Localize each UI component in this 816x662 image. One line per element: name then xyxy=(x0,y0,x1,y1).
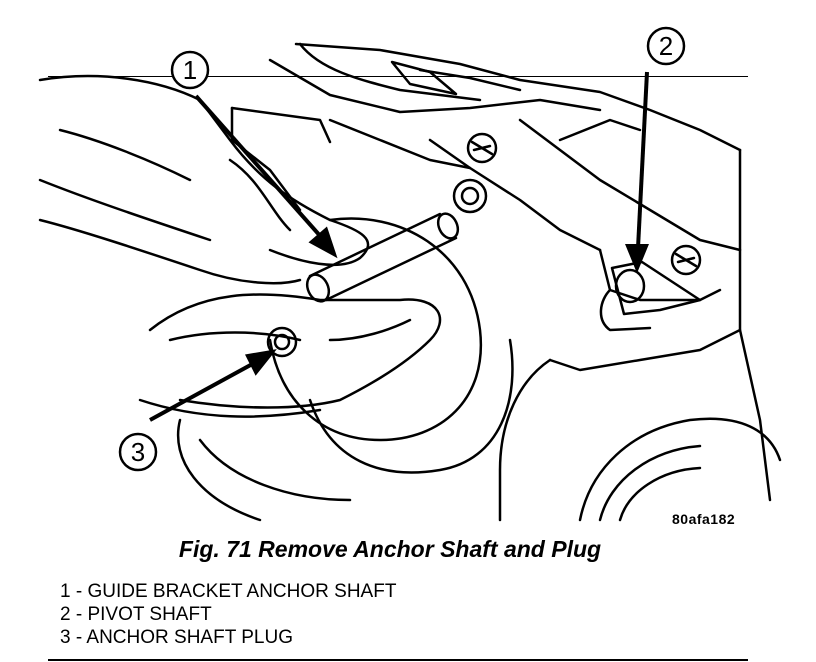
anchor-shaft xyxy=(305,212,460,303)
transmission-housing xyxy=(230,42,782,522)
figure-code: 80afa182 xyxy=(672,511,736,527)
legend-item: 3 - ANCHOR SHAFT PLUG xyxy=(60,627,293,648)
callout-2-number: 2 xyxy=(659,31,673,61)
hand xyxy=(38,74,442,418)
callout-3-number: 3 xyxy=(131,437,145,467)
anchor-shaft-illustration: 1 2 3 xyxy=(38,26,782,522)
figure-caption: Fig. 71 Remove Anchor Shaft and Plug xyxy=(178,536,602,562)
callout-1-number: 1 xyxy=(183,55,197,85)
callout-2-arrow xyxy=(625,71,649,274)
bolt-heads xyxy=(452,132,702,276)
callout-3-arrow xyxy=(149,349,277,422)
legend-item: 2 - PIVOT SHAFT xyxy=(60,604,212,625)
callout-2-circle xyxy=(646,26,686,66)
callout-3-circle xyxy=(118,432,158,472)
legend-item: 1 - GUIDE BRACKET ANCHOR SHAFT xyxy=(60,581,397,602)
bottom-rule xyxy=(48,659,748,661)
callout-1-circle xyxy=(170,50,210,90)
drum-band xyxy=(176,217,514,522)
legend-list: 1 - GUIDE BRACKET ANCHOR SHAFT 2 - PIVOT… xyxy=(60,580,396,649)
top-rule xyxy=(48,76,748,77)
pivot-shaft xyxy=(610,260,702,316)
anchor-shaft-plug xyxy=(266,326,298,358)
callout-1-arrow xyxy=(194,94,338,259)
